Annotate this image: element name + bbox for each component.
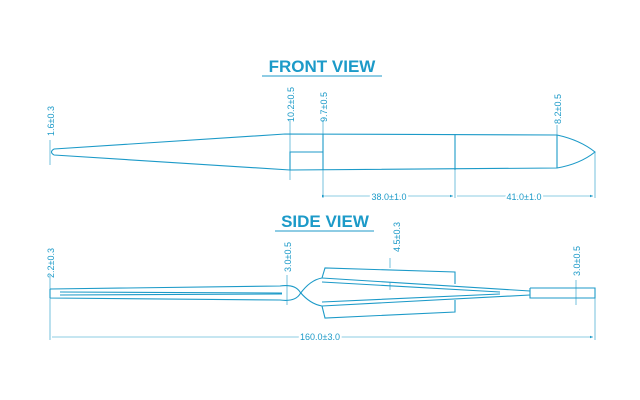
- dim-side-plate: 4.5±0.3: [392, 222, 402, 252]
- dim-front-mid-length: 38.0±1.0: [372, 192, 407, 202]
- side-dimensions: [49, 258, 596, 340]
- dim-side-end: 3.0±0.5: [572, 246, 582, 276]
- dim-side-tip: 2.2±0.3: [46, 248, 56, 278]
- dim-front-shoulder: 10.2±0.5: [286, 87, 296, 122]
- dim-side-total-length: 160.0±3.0: [300, 332, 340, 342]
- front-dimensions: [49, 120, 596, 198]
- front-view-title: FRONT VIEW: [269, 57, 377, 76]
- side-view-outline: [49, 267, 596, 319]
- side-view-title: SIDE VIEW: [281, 212, 370, 231]
- dim-front-body: 9.7±0.5: [319, 92, 329, 122]
- dim-front-end-length: 41.0±1.0: [507, 192, 542, 202]
- dim-front-tail: 8.2±0.5: [553, 94, 563, 124]
- dim-side-cross: 3.0±0.5: [283, 242, 293, 272]
- dim-front-tip: 1.6±0.3: [46, 106, 56, 136]
